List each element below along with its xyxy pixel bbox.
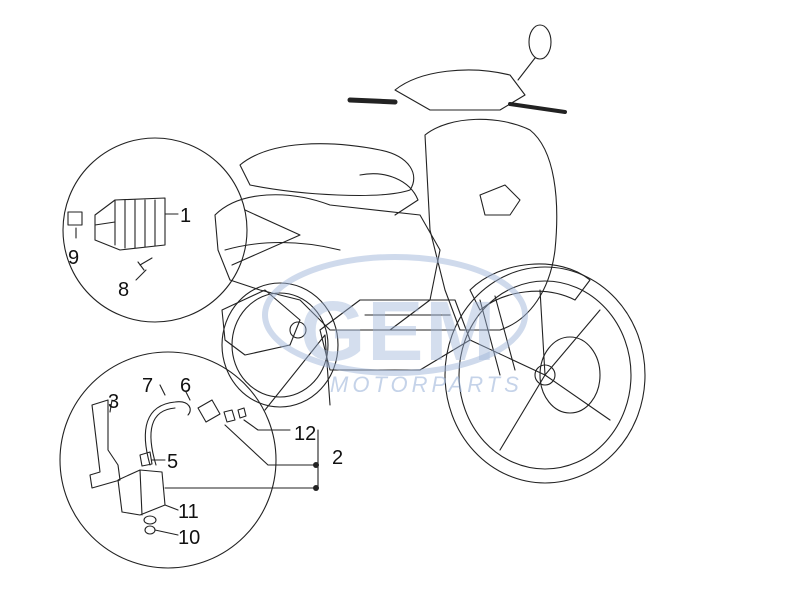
ht-cable-part-7 <box>144 401 191 466</box>
headset <box>394 69 526 111</box>
connector-part-12 <box>223 409 236 423</box>
side-panel-window <box>479 184 521 216</box>
bracket-part-3 <box>89 399 121 489</box>
screw-part-8 <box>137 257 153 271</box>
watermark: GEM MOTORPARTS <box>262 254 528 397</box>
callout-1: 1 <box>180 205 191 227</box>
front-fork <box>479 295 516 376</box>
callout-2: 2 <box>332 447 343 469</box>
ignition-detail <box>59 334 331 569</box>
brake-disc <box>539 336 601 414</box>
rubber-cap-part-5 <box>139 451 153 467</box>
engine-cover <box>221 289 301 356</box>
detail-pointer-regulator <box>231 209 301 266</box>
callout-7: 7 <box>142 375 153 397</box>
mirror <box>528 24 552 60</box>
callout-11: 11 <box>178 501 199 523</box>
callout-6: 6 <box>180 375 191 397</box>
callout-8: 8 <box>118 279 129 301</box>
detail-pointer-ignition <box>264 334 331 411</box>
rear-wheel <box>221 282 339 408</box>
callout-10: 10 <box>178 527 200 549</box>
callout-3: 3 <box>108 391 119 413</box>
callout-12: 12 <box>294 423 316 445</box>
junction-dot-upper <box>313 462 319 468</box>
regulator-detail <box>62 137 301 323</box>
detail-circle-regulator <box>62 137 248 323</box>
callout-5: 5 <box>167 451 178 473</box>
nut-part-9 <box>67 211 83 226</box>
right-grip <box>508 102 567 114</box>
watermark-brand: GEM <box>300 284 497 378</box>
watermark-subtitle: MOTORPARTS <box>330 372 523 397</box>
callout-9: 9 <box>68 247 79 269</box>
rear-body <box>214 194 441 331</box>
scooter-illustration <box>214 24 646 484</box>
seat <box>239 143 415 197</box>
front-wheel <box>444 266 646 484</box>
washer-part-10 <box>143 515 157 525</box>
left-grip <box>347 97 398 105</box>
plug-cap-part-6 <box>197 399 221 423</box>
detail-circle-ignition <box>59 351 277 569</box>
front-shield <box>424 118 558 331</box>
junction-dot-lower <box>313 485 319 491</box>
